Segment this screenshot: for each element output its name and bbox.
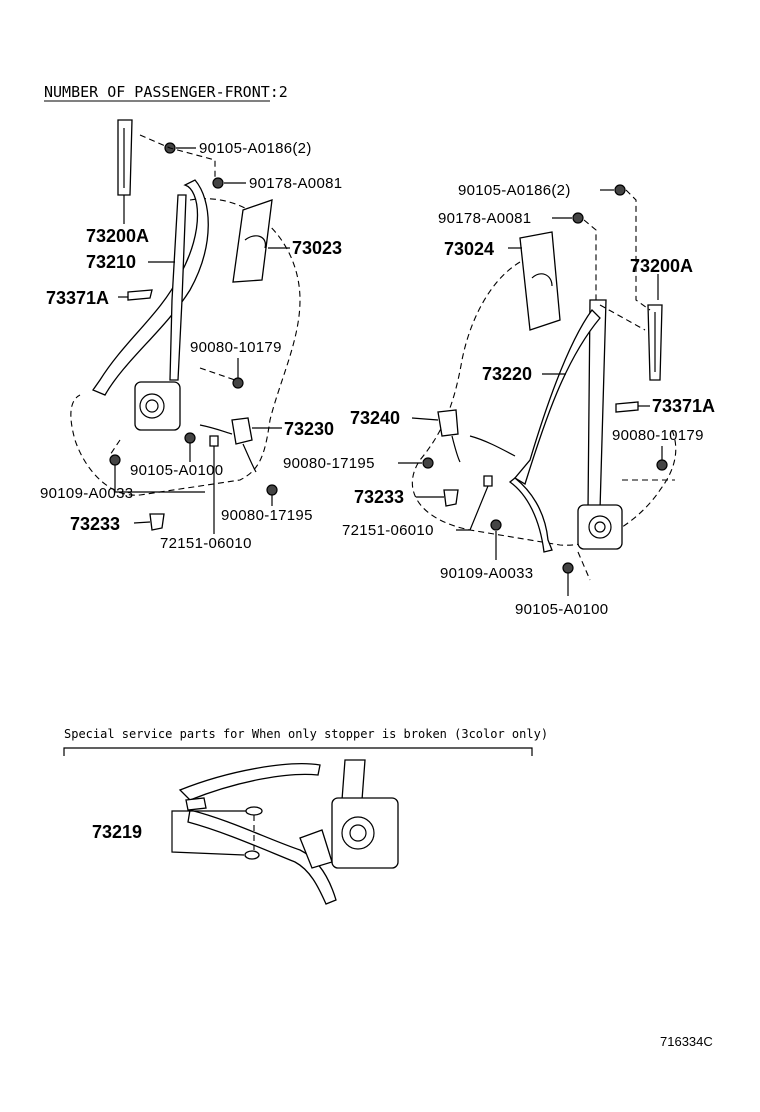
- left-seat-outline: [70, 198, 301, 496]
- label-right-73024: 73024: [444, 239, 494, 259]
- left-belt-webbing: [92, 179, 209, 396]
- detail-stopper-top: [245, 806, 263, 816]
- label-right-90080-17195: 90080-17195: [283, 455, 375, 472]
- label-right-73233: 73233: [354, 487, 404, 507]
- label-left-90109-A0033: 90109-A0033: [40, 485, 133, 502]
- detail-bracket: [185, 797, 207, 811]
- left-belt-stopper: [127, 289, 153, 301]
- label-left-73371A: 73371A: [46, 288, 109, 308]
- page-title: NUMBER OF PASSENGER-FRONT:2: [44, 83, 288, 101]
- special-service-note: Special service parts for When only stop…: [64, 727, 548, 741]
- left-bolt-anchor: [109, 454, 121, 466]
- right-pillar-cover: [519, 231, 561, 331]
- label-right-73200A: 73200A: [630, 256, 693, 276]
- right-bolt-retractor: [562, 562, 574, 574]
- label-right-90105-A0100: 90105-A0100: [515, 601, 608, 618]
- right-cap: [443, 489, 459, 507]
- right-bolt-mid: [656, 459, 668, 471]
- label-right-72151-06010: 72151-06010: [342, 522, 434, 539]
- label-left-90178-A0081: 90178-A0081: [249, 175, 342, 192]
- right-bolt-top: [614, 184, 626, 196]
- left-buckle: [231, 417, 253, 445]
- left-cap: [149, 513, 165, 531]
- detail-belt-vertical: [341, 759, 366, 801]
- right-belt-diagonal: [514, 309, 601, 485]
- label-right-73371A: 73371A: [652, 396, 715, 416]
- left-bolt-mid: [232, 377, 244, 389]
- right-belt-stopper: [615, 401, 639, 413]
- right-belt-lap: [508, 477, 553, 553]
- detail-buckle-plate: [299, 829, 333, 869]
- diagram-id: 716334C: [660, 1034, 713, 1049]
- right-belt-webbing: [587, 299, 607, 511]
- label-left-90105-A0186: 90105-A0186(2): [199, 140, 312, 157]
- detail-belt-lower: [187, 809, 337, 905]
- left-pillar-cover: [232, 199, 273, 283]
- left-adjuster-rail: [117, 119, 133, 196]
- right-clip: [483, 475, 493, 487]
- label-left-73200A: 73200A: [86, 226, 149, 246]
- right-retractor: [577, 504, 623, 550]
- label-right-90105-A0186: 90105-A0186(2): [458, 182, 571, 199]
- right-labels: 90105-A0186(2) 90178-A0081 73024 73200A …: [283, 182, 715, 618]
- left-labels: 90105-A0186(2) 90178-A0081 73200A 73210 …: [40, 140, 342, 552]
- label-right-90080-10179: 90080-10179: [612, 427, 704, 444]
- label-left-73230: 73230: [284, 419, 334, 439]
- label-left-73023: 73023: [292, 238, 342, 258]
- label-right-73240: 73240: [350, 408, 400, 428]
- label-left-72151-06010: 72151-06010: [160, 535, 252, 552]
- label-right-90178-A0081: 90178-A0081: [438, 210, 531, 227]
- left-seat-belt-assembly: [70, 119, 301, 531]
- left-bolt-retractor: [184, 432, 196, 444]
- right-buckle: [437, 409, 459, 437]
- label-left-90080-10179: 90080-10179: [190, 339, 282, 356]
- detail-stopper-bottom: [244, 850, 260, 860]
- detail-retractor: [331, 797, 399, 869]
- left-clip: [209, 435, 219, 447]
- special-service-section: Special service parts for When only stop…: [63, 727, 548, 905]
- left-belt-lower: [169, 194, 187, 381]
- left-nut-top: [212, 177, 224, 189]
- label-left-90080-17195: 90080-17195: [221, 507, 313, 524]
- label-73219-leader: [171, 810, 246, 856]
- label-left-73233: 73233: [70, 514, 120, 534]
- special-service-bracket: [63, 747, 533, 756]
- label-left-73210: 73210: [86, 252, 136, 272]
- right-nut-bottom: [422, 457, 434, 469]
- right-seat-belt-assembly: [411, 184, 677, 581]
- label-right-73220: 73220: [482, 364, 532, 384]
- label-73219: 73219: [92, 822, 142, 842]
- left-nut-bottom: [266, 484, 278, 496]
- right-seat-outline: [411, 261, 677, 546]
- label-left-90105-A0100: 90105-A0100: [130, 462, 223, 479]
- label-right-90109-A0033: 90109-A0033: [440, 565, 533, 582]
- detail-belt-upper: [178, 763, 321, 801]
- right-nut-top: [572, 212, 584, 224]
- right-bolt-anchor: [490, 519, 502, 531]
